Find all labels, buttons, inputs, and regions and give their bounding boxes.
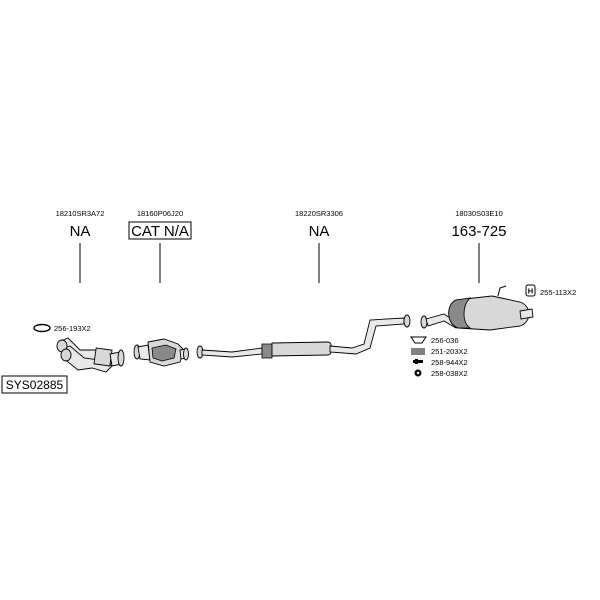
hanger-icon — [525, 284, 536, 297]
front-gasket-part-number: 256-193X2 — [54, 324, 91, 333]
gasket-ring-icon — [33, 323, 51, 333]
ring-clamp-icon — [410, 336, 427, 344]
catalytic-converter-part — [133, 338, 189, 367]
catalyst-reference-box — [128, 221, 192, 240]
oem-number-rear-silencer: 18030S03E10 — [455, 209, 503, 218]
hanger-symbol: H — [528, 287, 533, 296]
bolt-icon — [413, 359, 423, 364]
spring-part-number: 251-203X2 — [431, 347, 468, 356]
front-pipe-part — [56, 337, 125, 373]
spring-icon — [411, 348, 425, 355]
reference-catalyst: CAT N/A — [131, 223, 189, 240]
middle-pipe-part — [196, 314, 411, 359]
oem-number-front-pipe: 18210SR3A72 — [56, 209, 105, 218]
ring-part-number: 256-036 — [431, 336, 459, 345]
nut-part-number: 258-038X2 — [431, 369, 468, 378]
rear-silencer-part — [420, 285, 534, 331]
reference-rear-silencer: 163-725 — [451, 223, 506, 240]
oem-number-middle-pipe: 18220SR3306 — [295, 209, 343, 218]
diagram-code: SYS02885 — [6, 378, 64, 392]
hanger-part-number: 255-113X2 — [540, 288, 576, 297]
oem-number-catalyst: 18160P06J20 — [137, 209, 183, 218]
reference-front-pipe: NA — [70, 223, 91, 240]
bolt-part-number: 258-944X2 — [431, 358, 468, 367]
diagram-code-box — [1, 375, 68, 394]
reference-middle-pipe: NA — [309, 223, 330, 240]
